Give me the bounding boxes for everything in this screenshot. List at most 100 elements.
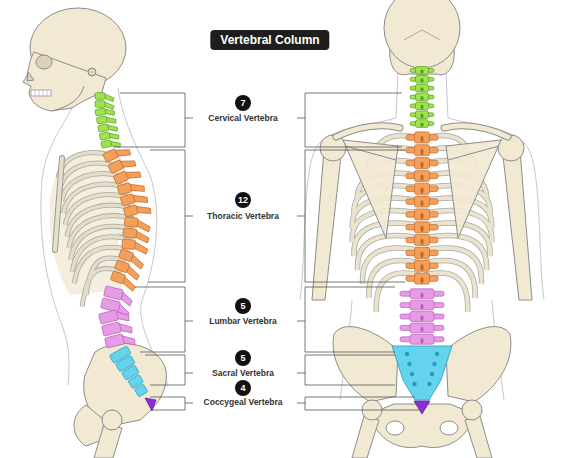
vertebra: [406, 196, 438, 207]
vertebral-body: [416, 84, 429, 92]
vertebral-body: [416, 67, 429, 75]
spinous-process: [104, 102, 114, 110]
vertebral-body: [415, 273, 430, 284]
spinous-process: [420, 136, 423, 142]
diagram-title: Vertebral Column: [210, 30, 329, 50]
bracket-line: [148, 150, 193, 282]
spinous-process: [420, 162, 423, 168]
sacral-foramen: [427, 382, 431, 386]
vertebral-body: [416, 93, 429, 101]
vertebra: [410, 84, 434, 92]
bracket-line: [297, 150, 405, 282]
vertebral-body: [108, 160, 124, 174]
vertebral-body: [102, 322, 122, 336]
callout-circle: [235, 350, 251, 366]
femur: [465, 416, 492, 458]
callout-number: 7: [235, 95, 251, 111]
vertebral-body: [415, 222, 430, 233]
vertebra: [406, 183, 438, 194]
bracket-line: [297, 93, 402, 147]
vertebra: [400, 334, 444, 344]
back-skull: [384, 0, 460, 75]
callout-number: 5: [235, 298, 251, 314]
vertebral-body: [415, 132, 430, 143]
vertebra: [410, 75, 434, 83]
vertebral-body: [123, 205, 138, 218]
vertebra: [105, 331, 137, 352]
vertebral-body: [95, 101, 105, 108]
face-bone: [23, 52, 106, 111]
vertebral-body: [410, 312, 434, 322]
vertebral-body: [99, 310, 119, 324]
vertebra: [406, 209, 438, 220]
teeth: [31, 90, 51, 96]
vertebral-body: [416, 111, 429, 119]
spinous-process: [420, 69, 423, 73]
vertebra: [95, 93, 114, 102]
vertebral-body: [105, 334, 125, 348]
vertebral-body: [98, 124, 109, 132]
spinous-process: [420, 87, 423, 91]
side-spine: [95, 93, 156, 411]
skull-suture: [404, 30, 440, 40]
clavicle: [444, 126, 508, 137]
coccyx: [145, 398, 156, 411]
bracket-line: [297, 287, 395, 352]
vertebra: [400, 289, 444, 299]
vertebral-body: [114, 260, 129, 273]
region-label: Lumbar Vertebra: [209, 316, 277, 326]
vertebra: [406, 158, 438, 169]
spinous-process: [420, 226, 423, 232]
spinous-process: [420, 264, 423, 270]
spinous-process: [420, 277, 423, 283]
vertebral-body: [410, 300, 434, 310]
humeral-head: [498, 135, 524, 161]
vertebra: [101, 138, 121, 150]
region-label: Thoracic Vertebra: [207, 211, 279, 221]
sacral-foramen: [410, 372, 414, 376]
callout-circle: [235, 298, 251, 314]
femoral-head: [462, 400, 482, 420]
region-label: Sacral Vertebra: [212, 368, 274, 378]
vertebra: [400, 300, 444, 310]
nasal-cavity: [27, 72, 34, 81]
bracket-line: [297, 397, 420, 410]
spinous-process: [420, 304, 423, 309]
vertebra: [410, 111, 434, 119]
spinous-process: [420, 239, 423, 245]
vertebral-body: [134, 384, 148, 397]
callout-number: 5: [235, 298, 251, 314]
side-skull: [23, 8, 126, 111]
spinous-process: [420, 315, 423, 320]
vertebral-body: [95, 108, 106, 116]
spinous-process: [132, 191, 149, 206]
side-pelvis: [74, 344, 166, 458]
scapula: [343, 140, 398, 238]
bracket-line: [135, 287, 193, 352]
vertebral-body: [416, 120, 429, 128]
humerus: [503, 150, 532, 300]
spinous-process: [420, 251, 423, 257]
vertebral-body: [120, 194, 135, 207]
vertebral-body: [104, 286, 124, 300]
vertebral-body: [117, 183, 132, 196]
vertebral-body: [415, 145, 430, 156]
clavicle: [444, 126, 508, 137]
body-outline: [118, 88, 168, 385]
vertebral-body: [415, 196, 430, 207]
vertebral-body: [415, 170, 430, 181]
sacral-foramen: [432, 362, 436, 366]
vertebral-body: [118, 249, 133, 262]
callout-circle: [235, 192, 251, 208]
back-spine: [392, 67, 452, 414]
vertebra: [410, 67, 434, 75]
back-shoulders: [312, 135, 532, 300]
vertebral-body: [101, 140, 112, 148]
vertebral-body: [103, 149, 119, 163]
vertebral-body: [110, 271, 125, 284]
vertebral-body: [415, 209, 430, 220]
sacral-foramen: [407, 362, 411, 366]
